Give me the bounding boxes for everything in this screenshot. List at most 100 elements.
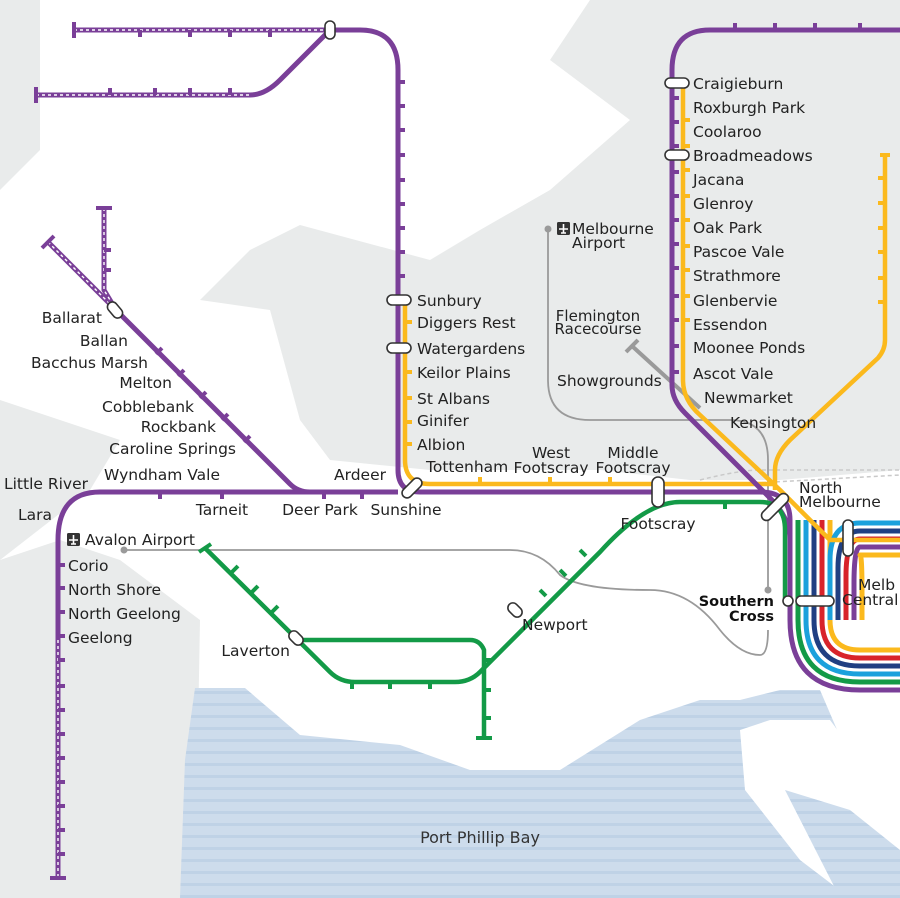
flemington-terminus	[624, 338, 640, 354]
station-label-oak-park[interactable]: Oak Park	[693, 219, 762, 237]
airport-dot	[544, 225, 552, 233]
airport-dot	[764, 586, 772, 594]
station-label-deer-park[interactable]: Deer Park	[282, 501, 358, 519]
city-loop-band-purple	[787, 520, 900, 693]
station-label-albion[interactable]: Albion	[417, 436, 465, 454]
station-label-tarneit[interactable]: Tarneit	[195, 501, 248, 519]
interchange-footscray[interactable]	[651, 476, 665, 508]
station-tick	[198, 390, 208, 400]
station-label-melton[interactable]: Melton	[119, 374, 172, 392]
station-label-geelong[interactable]: Geelong	[68, 629, 133, 647]
station-label-ardeer[interactable]: Ardeer	[334, 466, 387, 484]
station-label-ginifer[interactable]: Ginifer	[417, 412, 469, 430]
station-label-north-melbourne-2[interactable]: Melbourne	[799, 493, 881, 511]
station-label-middle-footscray-2[interactable]: Footscray	[595, 459, 670, 477]
station-label-sunbury[interactable]: Sunbury	[417, 292, 482, 310]
station-label-lara[interactable]: Lara	[18, 506, 52, 524]
station-label-essendon[interactable]: Essendon	[693, 316, 767, 334]
station-label-caroline-springs[interactable]: Caroline Springs	[109, 440, 236, 458]
interchange-craigieburn[interactable]	[664, 77, 690, 89]
station-label-st-albans[interactable]: St Albans	[417, 390, 490, 408]
seymour-link	[249, 28, 332, 98]
station-label-broadmeadows[interactable]: Broadmeadows	[693, 147, 813, 165]
station-label-tottenham[interactable]: Tottenham	[425, 458, 508, 476]
station-label-kensington[interactable]: Kensington	[730, 414, 816, 432]
interchange-broadmeadows[interactable]	[664, 149, 690, 161]
interchange-ballarat[interactable]	[105, 300, 124, 320]
station-tick	[558, 568, 568, 578]
sunbury-line	[402, 300, 775, 487]
city-loop-band-green	[795, 520, 900, 685]
city-loop-band-blue	[803, 520, 900, 677]
city-loop-band-navy	[811, 520, 900, 669]
line-terminus	[197, 542, 213, 554]
station-label-ascot-vale[interactable]: Ascot Vale	[693, 365, 773, 383]
interchange-newport[interactable]	[506, 601, 524, 619]
interchange-north-melbourne[interactable]	[759, 491, 790, 522]
station-label-flemington-racecourse[interactable]: Flemington	[556, 307, 640, 325]
station-label-craigieburn[interactable]: Craigieburn	[693, 75, 783, 93]
interchange-sunbury[interactable]	[386, 294, 412, 306]
interchange-watergardens[interactable]	[386, 342, 412, 354]
station-label-showgrounds[interactable]: Showgrounds	[557, 372, 662, 390]
station-label-jacana[interactable]: Jacana	[692, 171, 744, 189]
station-label-west-footscray-2[interactable]: Footscray	[513, 459, 588, 477]
station-label-little-river[interactable]: Little River	[4, 475, 89, 493]
station-label-watergardens[interactable]: Watergardens	[417, 340, 525, 358]
station-label-glenbervie[interactable]: Glenbervie	[693, 292, 777, 310]
station-label-newmarket[interactable]: Newmarket	[704, 389, 793, 407]
station-label-north-melbourne[interactable]: North	[799, 479, 842, 497]
station-label-ballarat[interactable]: Ballarat	[42, 309, 102, 327]
stations-layer	[105, 20, 854, 647]
station-label-north-shore[interactable]: North Shore	[68, 581, 161, 599]
airport-label-melbourne-2[interactable]: Airport	[572, 234, 625, 252]
avalon-airport-connector	[125, 549, 769, 656]
freight-line	[699, 469, 900, 481]
station-tick	[176, 368, 186, 378]
interchange-sunshine[interactable]	[400, 476, 424, 500]
station-label-moonee-ponds[interactable]: Moonee Ponds	[693, 339, 805, 357]
station-label-cobblebank[interactable]: Cobblebank	[102, 398, 194, 416]
station-label-southern-cross[interactable]: Southern	[699, 594, 774, 610]
interchange-southern-cross-platform[interactable]	[795, 595, 835, 607]
city-loop-band-red	[819, 520, 900, 661]
station-tick	[242, 434, 252, 444]
station-label-laverton[interactable]: Laverton	[221, 642, 290, 660]
station-label-southern-cross-2[interactable]: Cross	[729, 609, 774, 625]
station-label-ballan[interactable]: Ballan	[80, 332, 128, 350]
station-label-glenroy[interactable]: Glenroy	[693, 195, 753, 213]
station-label-melbourne-central-2[interactable]: Central	[842, 591, 898, 609]
station-label-footscray[interactable]: Footscray	[620, 515, 695, 533]
airport-label-avalon[interactable]: Avalon Airport	[85, 531, 195, 549]
station-label-bacchus-marsh[interactable]: Bacchus Marsh	[31, 354, 148, 372]
station-label-corio[interactable]: Corio	[68, 557, 108, 575]
station-label-middle-footscray[interactable]: Middle	[607, 444, 658, 462]
station-label-flemington-racecourse-2[interactable]: Racecourse	[555, 320, 642, 338]
station-tick	[250, 584, 260, 594]
city-loop-band-yellow	[827, 520, 900, 653]
station-label-newport[interactable]: Newport	[522, 616, 588, 634]
station-label-melbourne-central[interactable]: Melb	[858, 576, 895, 594]
airport-dot	[120, 546, 128, 554]
station-label-rockbank[interactable]: Rockbank	[141, 418, 216, 436]
station-label-wyndham-vale[interactable]: Wyndham Vale	[104, 466, 220, 484]
station-tick	[578, 548, 588, 558]
interchange-southern-cross[interactable]	[782, 595, 794, 607]
station-label-west-footscray[interactable]: West	[532, 444, 570, 462]
upfield-line	[772, 155, 888, 490]
station-label-roxburgh-park[interactable]: Roxburgh Park	[693, 99, 805, 117]
airport-label-melbourne[interactable]: Melbourne	[572, 220, 654, 238]
station-label-north-geelong[interactable]: North Geelong	[68, 605, 181, 623]
station-tick	[270, 604, 280, 614]
interchange-bendigo-junction[interactable]	[324, 20, 336, 40]
station-label-pascoe-vale[interactable]: Pascoe Vale	[693, 243, 784, 261]
station-label-diggers-rest[interactable]: Diggers Rest	[417, 314, 516, 332]
interchange-melbourne-central[interactable]	[842, 519, 854, 557]
station-label-sunshine[interactable]: Sunshine	[370, 501, 441, 519]
station-label-strathmore[interactable]: Strathmore	[693, 267, 781, 285]
interchange-laverton[interactable]	[287, 629, 305, 647]
station-label-keilor-plains[interactable]: Keilor Plains	[417, 364, 511, 382]
station-label-coolaroo[interactable]: Coolaroo	[693, 123, 762, 141]
